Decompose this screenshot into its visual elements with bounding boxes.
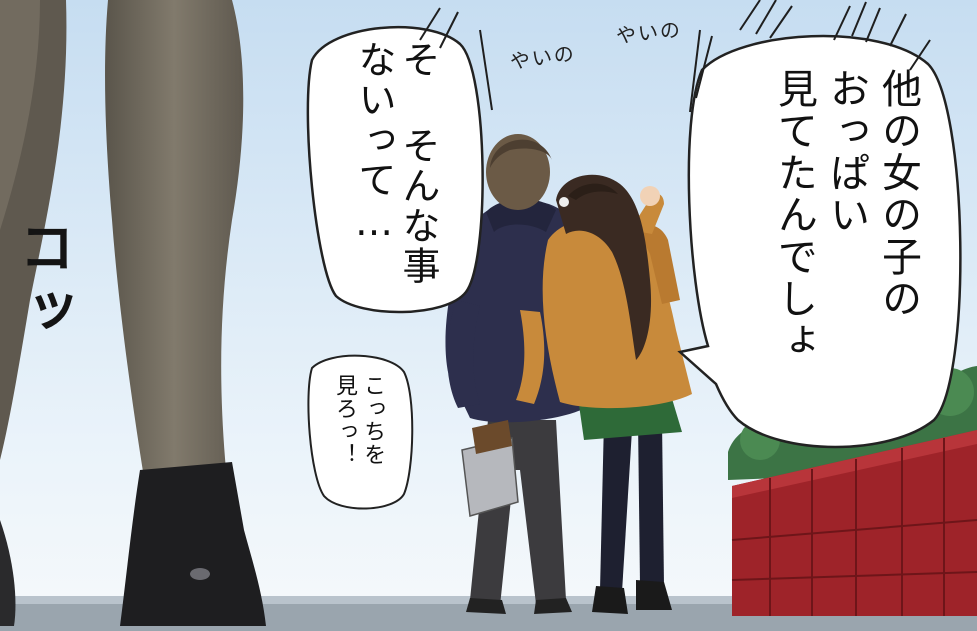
speech-bubble-right <box>677 34 962 449</box>
speech-bubble-left <box>306 25 484 314</box>
speech-text-small: こっちを 見ろっ！ <box>332 374 385 466</box>
sfx-footsteps: コッ <box>10 218 75 346</box>
girl-figure <box>516 174 692 614</box>
speed-lines <box>419 0 931 113</box>
speech-text-left: そ そんな事 ないって… <box>352 40 440 286</box>
speech-bubble-small <box>307 354 414 510</box>
brick-wall <box>731 430 977 616</box>
speech-text-right: 他の女の子の おっぱい 見てたんでしょ <box>771 68 921 362</box>
foreground-legs <box>0 0 266 626</box>
